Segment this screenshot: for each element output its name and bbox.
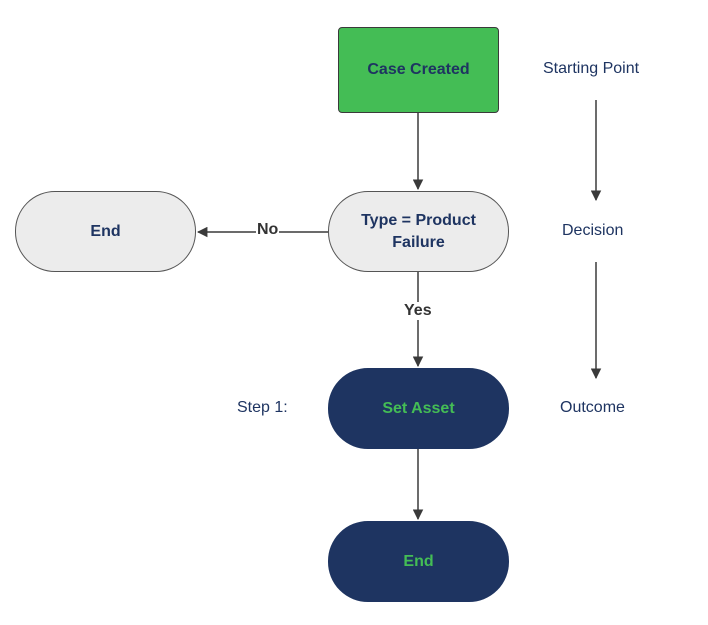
side-label-outcome: Outcome — [560, 399, 625, 416]
node-end-left: End — [15, 191, 196, 272]
node-end-bottom: End — [328, 521, 509, 602]
node-case-created-label: Case Created — [367, 61, 470, 78]
node-end-left-label: End — [90, 222, 121, 240]
side-label-decision: Decision — [562, 222, 624, 239]
node-decision-label: Type = Product Failure — [361, 211, 476, 251]
node-set-asset: Set Asset — [328, 368, 509, 449]
node-case-created: Case Created — [338, 27, 499, 113]
node-set-asset-label: Set Asset — [382, 399, 455, 417]
node-end-bottom-label: End — [403, 552, 434, 570]
edge-label-no: No — [256, 221, 280, 239]
node-decision: Type = Product Failure — [328, 191, 509, 272]
side-label-starting-point: Starting Point — [543, 60, 640, 77]
edge-label-yes: Yes — [403, 302, 433, 320]
side-label-step: Step 1: — [237, 399, 288, 416]
